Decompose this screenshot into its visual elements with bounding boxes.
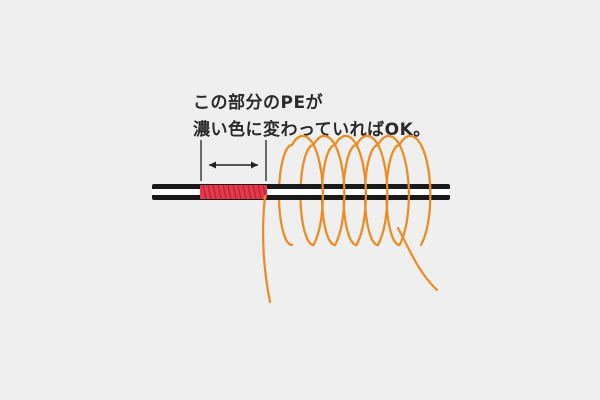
main-line-core <box>152 189 450 195</box>
tail-left <box>262 194 272 304</box>
wrap-stripe <box>247 184 252 200</box>
caption: この部分のPEが 濃い色に変わっていればOK。 <box>193 90 431 144</box>
coil-loop-front <box>290 134 324 247</box>
coil-loop-front <box>355 134 389 247</box>
wrap-stripe <box>252 184 257 200</box>
coil-loop-front <box>398 134 432 247</box>
double-headed-arrow-icon <box>209 161 258 169</box>
wrapped-section <box>200 184 267 200</box>
wrap-stripe <box>227 184 232 200</box>
wrap-stripe <box>232 184 237 200</box>
tail-right <box>396 226 439 292</box>
wrap-stripe <box>257 184 262 200</box>
wrap-stripe <box>212 184 217 200</box>
wrap-stripe <box>207 184 212 200</box>
coil-loop-front <box>333 134 367 247</box>
coil-loop-front <box>376 134 410 247</box>
coil-tails <box>262 194 439 304</box>
main-line <box>152 184 450 200</box>
wrap-stripe <box>202 184 207 200</box>
coil-loop-front <box>312 134 346 247</box>
caption-line-2: 濃い色に変わっていればOK。 <box>193 120 431 140</box>
coil-front <box>290 134 432 247</box>
wrap-stripe <box>222 184 227 200</box>
wrap-stripe <box>217 184 222 200</box>
wrap-stripe <box>237 184 242 200</box>
caption-line-1: この部分のPEが <box>193 93 324 113</box>
wrap-stripe <box>242 184 247 200</box>
measure-marker <box>200 140 267 181</box>
